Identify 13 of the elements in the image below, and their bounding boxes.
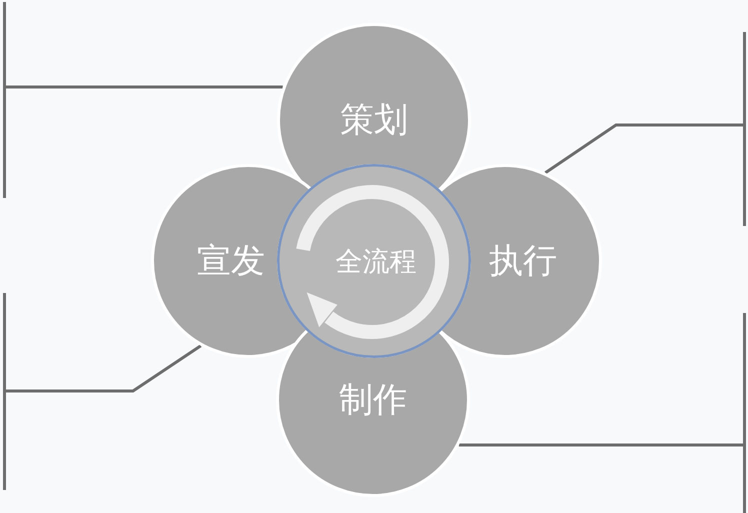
stage-label: 执行 [489,244,557,278]
vertical-bar [3,2,6,198]
stage-label: 宣发 [197,244,265,278]
stage-label: 策划 [340,103,408,137]
leader-line [6,344,202,392]
leader-line [458,444,743,446]
vertical-bar [743,313,746,513]
stage-label: 制作 [339,383,407,417]
vertical-bar [3,293,6,490]
leader-line [6,86,283,88]
leader-line [544,124,743,174]
center-label: 全流程 [336,248,416,276]
vertical-bar [743,32,746,226]
